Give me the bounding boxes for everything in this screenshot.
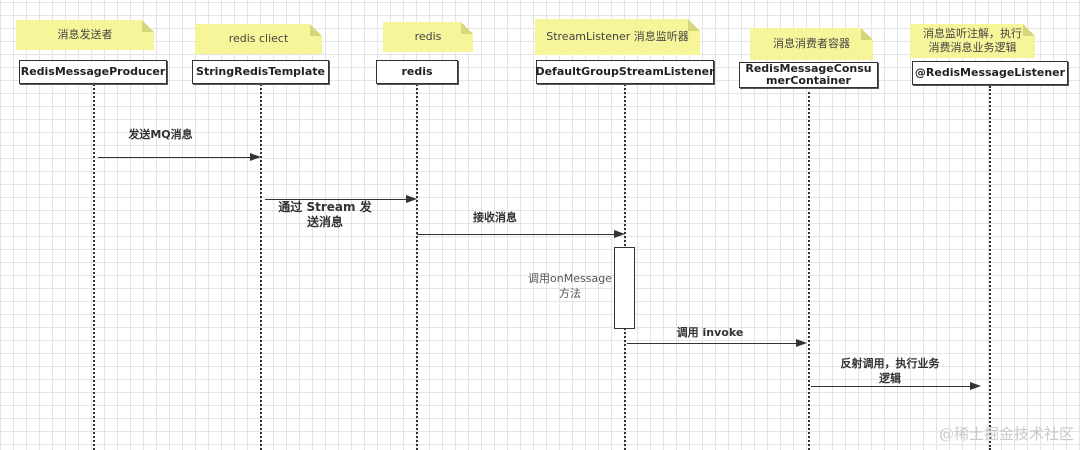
actor-template-label: StringRedisTemplate (196, 65, 325, 78)
message-arrow-2 (265, 194, 417, 203)
note-container-text: 消息消费者容器 (773, 37, 850, 50)
lifeline-template (260, 84, 262, 450)
actor-listener: DefaultGroupStreamListener (535, 60, 715, 84)
lifeline-producer (93, 84, 95, 450)
message-arrow-4 (627, 338, 807, 347)
note-fold-icon (1023, 24, 1035, 36)
actor-container: RedisMessageConsu merContainer (739, 62, 878, 88)
arrowhead-icon (970, 381, 981, 390)
actor-redis-label: redis (401, 65, 433, 78)
note-fold-icon (688, 19, 700, 31)
lifeline-container (808, 87, 810, 450)
note-fold-icon (142, 20, 154, 32)
note-container: 消息消费者容器 (750, 28, 873, 60)
arrowhead-icon (250, 152, 261, 161)
actor-redis: redis (376, 60, 458, 84)
note-fold-icon (861, 28, 873, 40)
message-arrow-3 (417, 229, 625, 238)
actor-container-label: RedisMessageConsu merContainer (745, 62, 872, 87)
message-label-5: 反射调用，执行业务 逻辑 (840, 357, 940, 385)
note-template-text: redis cliect (228, 32, 289, 45)
message-arrow-5 (811, 381, 981, 390)
note-producer: 消息发送者 (16, 20, 154, 50)
note-annotation: 消息监听注解，执行 消费消息业务逻辑 (910, 24, 1035, 58)
note-listener-text: StreamListener 消息监听器 (546, 30, 689, 43)
message-label-2: 通过 Stream 发 送消息 (278, 200, 372, 229)
activation-bar-listener (614, 247, 635, 329)
lifeline-redis (416, 84, 418, 450)
note-redis-text: redis (414, 30, 442, 43)
note-redis: redis (383, 22, 473, 52)
actor-annotation: @RedisMessageListener (912, 61, 1068, 85)
actor-listener-label: DefaultGroupStreamListener (535, 65, 715, 78)
note-listener: StreamListener 消息监听器 (535, 19, 700, 55)
arrowhead-icon (796, 338, 807, 347)
actor-producer-label: RedisMessageProducer (20, 65, 166, 78)
arrowhead-icon (406, 194, 417, 203)
actor-annotation-label: @RedisMessageListener (914, 66, 1066, 79)
message-label-3: 接收消息 (473, 211, 517, 224)
watermark: @稀土掘金技术社区 (938, 425, 1074, 443)
arrowhead-icon (614, 229, 625, 238)
actor-template: StringRedisTemplate (192, 60, 329, 84)
note-fold-icon (461, 22, 473, 34)
note-annotation-text: 消息监听注解，执行 消费消息业务逻辑 (923, 27, 1022, 54)
note-fold-icon (310, 24, 322, 36)
note-producer-text: 消息发送者 (57, 28, 113, 41)
activation-label: 调用onMessage 方法 (528, 272, 612, 300)
message-label-1: 发送MQ消息 (128, 128, 193, 141)
message-label-4: 调用 invoke (676, 326, 744, 339)
lifeline-annotation (989, 86, 991, 450)
message-arrow-1 (98, 152, 261, 161)
note-template: redis cliect (195, 24, 322, 54)
actor-producer: RedisMessageProducer (19, 60, 167, 84)
